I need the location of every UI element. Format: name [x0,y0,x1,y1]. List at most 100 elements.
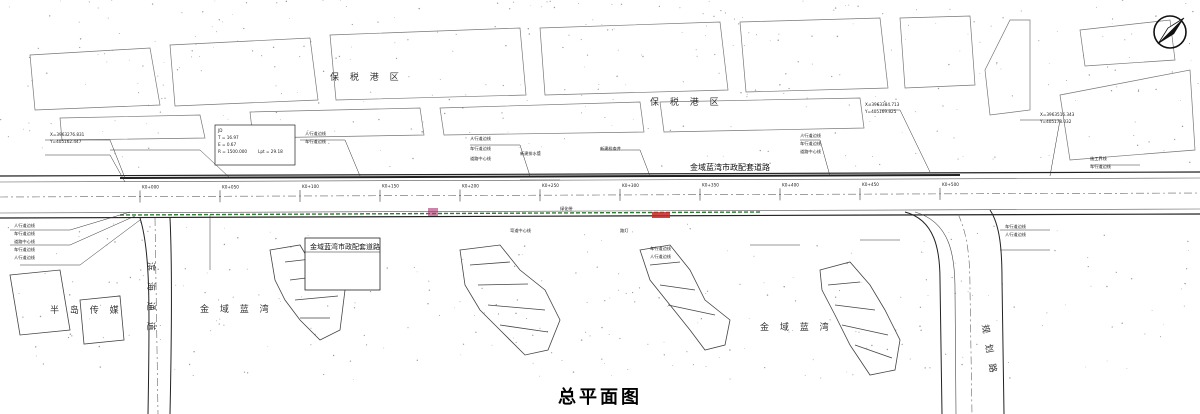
terrain-dot [491,344,493,346]
terrain-dot [914,111,916,113]
terrain-dot [737,163,739,165]
terrain-dot [407,39,409,41]
coordinate-labels: X=3963276.831 Y=405162.447 X=3963384.713… [49,102,1075,144]
terrain-dot [972,294,973,296]
terrain-dot [855,165,857,167]
terrain-dot [733,18,735,20]
terrain-dot [475,331,477,333]
terrain-dot [935,23,937,24]
anno-left-1: 车行道边线 [14,230,36,237]
terrain-dot [352,121,354,123]
terrain-dot [104,53,105,55]
station-label: K0+400 [782,182,799,187]
curve-r: R = 1500.000 [218,149,247,154]
terrain-dot [829,319,831,321]
terrain-dot [142,65,144,67]
anno-left-2: 道路中心线 [14,238,36,245]
terrain-dot [246,268,248,270]
terrain-dot [618,289,620,291]
red-marker [652,212,670,218]
terrain-dot [157,75,159,77]
terrain-dot [471,137,474,139]
anno-right-6: 车行道边线 [1090,163,1112,170]
terrain-dot [431,94,433,96]
terrain-dot [129,276,132,279]
terrain-dot [992,158,994,160]
terrain-dot [695,49,697,51]
terrain-dot [272,46,275,49]
terrain-dot [632,119,634,121]
terrain-dot [883,100,886,103]
terrain-dot [459,301,461,303]
drain-pipe-line [119,174,961,179]
terrain-dot [151,3,154,5]
terrain-dot [816,245,818,247]
terrain-dot [949,8,951,10]
terrain-dot [927,295,929,296]
terrain-dot [604,116,606,119]
terrain-dot [705,366,707,368]
terrain-dot [1048,155,1050,157]
terrain-dot [223,243,226,246]
terrain-dot [530,4,532,6]
terrain-dot [1189,161,1191,164]
terrain-dot [460,354,462,356]
terrain-dot [763,282,765,284]
terrain-dot [118,33,120,34]
terrain-dot [37,47,39,50]
station-ticks [139,187,941,203]
terrain-dot [395,57,398,60]
main-road [0,171,1200,219]
terrain-dot [513,1,515,3]
terrain-dot [1121,322,1123,324]
terrain-dot [275,85,277,87]
terrain-dot [140,269,142,271]
terrain-dot [732,44,734,46]
terrain-dot [332,354,335,357]
terrain-dot [227,118,229,120]
terrain-dot [719,357,720,358]
terrain-dot [901,131,903,133]
terrain-dot [407,327,409,329]
terrain-dot [967,33,969,35]
terrain-dot [627,369,629,370]
terrain-dot [1095,6,1097,8]
terrain-dot [979,41,981,43]
station-label: K0+050 [222,184,239,189]
terrain-dot [1102,36,1104,38]
anno-left-3: 车行道边线 [14,246,36,253]
terrain-dot [160,338,161,340]
terrain-dot [855,330,857,332]
terrain-dot [996,319,998,321]
terrain-dot [243,371,246,373]
terrain-dot [767,150,769,153]
terrain-dot [513,265,516,267]
curb-south [0,208,1200,214]
terrain-dot [679,7,681,9]
terrain-dot [496,2,499,4]
terrain-dot [178,67,180,69]
terrain-dot [1183,305,1185,307]
terrain-dot [443,112,446,115]
terrain-dot [550,352,553,354]
station-label: K0+250 [542,183,559,188]
terrain-dot [1000,68,1002,70]
anno-left-0: 人行道边线 [14,222,36,229]
terrain-dot [102,131,104,133]
terrain-dot [335,57,337,59]
terrain-dot [31,80,33,82]
road-name-box: 金域蓝湾市政配套道路 [304,237,381,291]
terrain-dot [951,276,953,279]
terrain-dot [702,13,704,15]
terrain-dot [174,369,176,370]
terrain-dot [138,166,140,168]
terrain-dot [905,39,906,41]
area-media: 半 岛 传 媒 [50,304,123,316]
terrain-dot [584,66,586,68]
terrain-dot [518,254,520,256]
terrain-dot [28,56,30,59]
terrain-dot [957,158,959,160]
terrain-dot [575,272,577,274]
terrain-dot [925,279,928,281]
terrain-dot [994,367,996,369]
